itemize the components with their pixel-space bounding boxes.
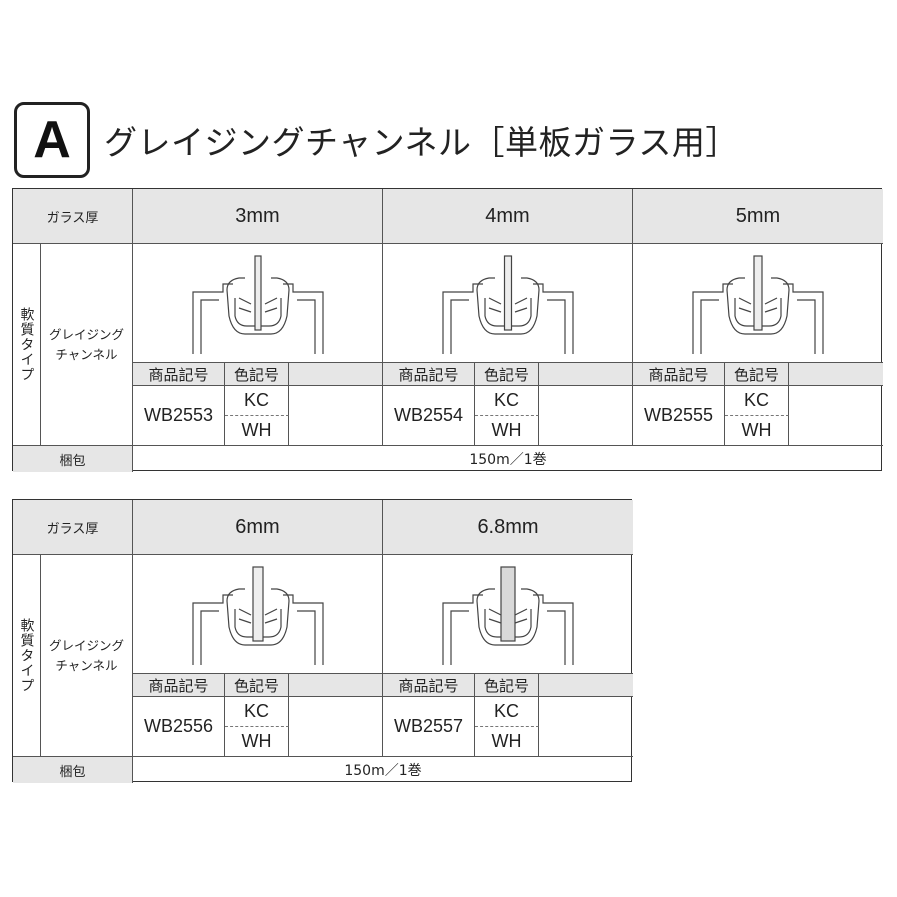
section-badge: A	[14, 102, 90, 178]
product-code: WB2553	[133, 386, 225, 446]
header-filler	[539, 673, 633, 697]
glass-thickness-label: ガラス厚	[13, 189, 133, 244]
color-code: WH	[225, 416, 289, 446]
header-filler	[539, 362, 633, 386]
packaging-value: 150m／1巻	[469, 452, 547, 468]
channel-label-line2: チャンネル	[55, 657, 118, 673]
color-code: KC	[725, 386, 789, 416]
channel-label-line1: グレイジング	[48, 326, 124, 342]
thickness-header: 5mm	[633, 189, 883, 244]
product-code: WB2556	[133, 697, 225, 757]
packaging-label: 梱包	[13, 446, 133, 472]
channel-type-cell: グレイジングチャンネル	[41, 244, 133, 446]
product-code-header: 商品記号	[133, 362, 225, 386]
empty-cell	[789, 386, 883, 446]
color-code: WH	[475, 416, 539, 446]
empty-cell	[289, 386, 383, 446]
color-code: WH	[725, 416, 789, 446]
color-code-header: 色記号	[225, 673, 289, 697]
color-code: WH	[475, 727, 539, 757]
channel-profile-cell	[383, 555, 633, 673]
channel-profile-cell	[383, 244, 633, 362]
packaging-label: 梱包	[13, 757, 133, 783]
soft-type-label: 軟質タイプ	[13, 244, 41, 446]
channel-type-cell: グレイジングチャンネル	[41, 555, 133, 757]
product-code-header: 商品記号	[633, 362, 725, 386]
thickness-header: 6mm	[133, 500, 383, 555]
empty-cell	[539, 697, 633, 757]
channel-profile-drawing	[442, 255, 574, 354]
header-filler	[289, 673, 383, 697]
product-code-header: 商品記号	[383, 673, 475, 697]
channel-type-label: グレイジングチャンネル	[49, 325, 124, 365]
channel-label-line1: グレイジング	[48, 637, 124, 653]
color-code: WH	[225, 727, 289, 757]
product-code-header: 商品記号	[133, 673, 225, 697]
color-code-header: 色記号	[475, 673, 539, 697]
header-filler	[789, 362, 883, 386]
channel-profile-cell	[633, 244, 883, 362]
channel-profile-drawing	[192, 566, 324, 665]
channel-profile-cell	[133, 555, 383, 673]
color-code-header: 色記号	[475, 362, 539, 386]
packaging-value: 150m／1巻	[344, 763, 422, 779]
thickness-header: 6.8mm	[383, 500, 633, 555]
product-code: WB2554	[383, 386, 475, 446]
empty-cell	[289, 697, 383, 757]
color-code: KC	[475, 697, 539, 727]
soft-type-label: 軟質タイプ	[13, 555, 41, 757]
header-filler	[289, 362, 383, 386]
channel-profile-drawing	[692, 255, 824, 354]
color-code: KC	[225, 386, 289, 416]
color-code-header: 色記号	[725, 362, 789, 386]
thickness-header: 4mm	[383, 189, 633, 244]
channel-profile-drawing	[192, 255, 324, 354]
color-code-header: 色記号	[225, 362, 289, 386]
product-code-header: 商品記号	[383, 362, 475, 386]
color-code: KC	[475, 386, 539, 416]
page-title: グレイジングチャンネル［単板ガラス用］	[104, 123, 739, 162]
channel-type-label: グレイジングチャンネル	[49, 636, 124, 676]
thickness-header: 3mm	[133, 189, 383, 244]
product-code: WB2555	[633, 386, 725, 446]
color-code: KC	[225, 697, 289, 727]
channel-label-line2: チャンネル	[55, 346, 118, 362]
channel-profile-cell	[133, 244, 383, 362]
glass-thickness-label: ガラス厚	[13, 500, 133, 555]
channel-profile-drawing	[442, 566, 574, 665]
product-code: WB2557	[383, 697, 475, 757]
empty-cell	[539, 386, 633, 446]
